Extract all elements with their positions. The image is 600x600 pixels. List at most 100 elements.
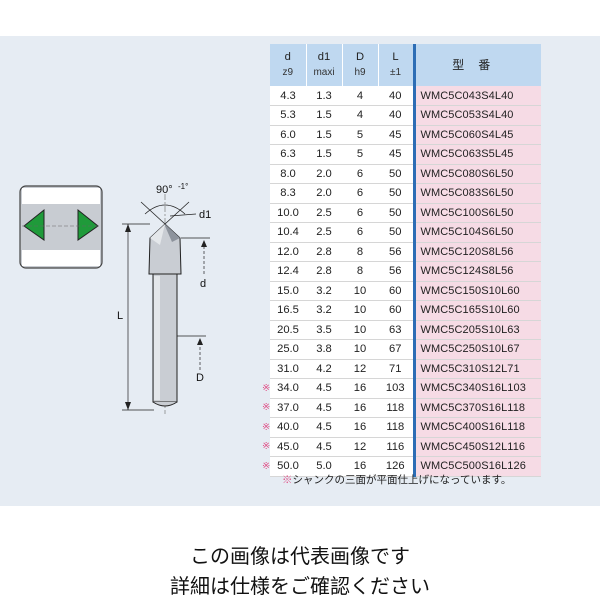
cell-d: 6 bbox=[342, 183, 378, 204]
cell-d: 6 bbox=[342, 164, 378, 184]
cell-model: WMC5C500S16L126 bbox=[412, 456, 541, 477]
D-label: D bbox=[196, 372, 204, 384]
cell-model: WMC5C250S10L67 bbox=[412, 339, 541, 360]
cell-d1: 2.0 bbox=[306, 183, 342, 204]
row-mark: ※ bbox=[262, 441, 271, 452]
cell-d: 10.0 bbox=[270, 203, 306, 223]
cell-model: WMC5C043S4L40 bbox=[412, 86, 541, 106]
cell-d: 12 bbox=[342, 437, 378, 457]
cell-d: 8.0 bbox=[270, 164, 306, 184]
caption-line-1: この画像は代表画像です bbox=[190, 546, 410, 568]
cell-l: 45 bbox=[378, 144, 414, 165]
cell-d1: 1.5 bbox=[306, 144, 342, 165]
cell-model: WMC5C120S8L56 bbox=[412, 242, 541, 262]
cell-d: 16 bbox=[342, 398, 378, 418]
cell-d: 8 bbox=[342, 261, 378, 282]
footnote: ※シャンクの三面が平面仕上げになっています。 bbox=[282, 472, 511, 487]
cell-d1: 2.8 bbox=[306, 242, 342, 262]
cell-d: 4 bbox=[342, 105, 378, 126]
cell-d1: 3.8 bbox=[306, 339, 342, 360]
cell-model: WMC5C150S10L60 bbox=[412, 281, 541, 301]
cell-d: 34.0 bbox=[270, 378, 306, 399]
cell-d: 6.3 bbox=[270, 144, 306, 165]
cell-d1: 2.8 bbox=[306, 261, 342, 282]
cell-l: 63 bbox=[378, 320, 414, 340]
cell-l: 103 bbox=[378, 378, 414, 399]
tool-diagram: 90° -1° d1 d L D bbox=[0, 36, 270, 506]
cell-l: 71 bbox=[378, 359, 414, 379]
column-header-L: L±1 bbox=[378, 44, 415, 86]
cell-d1: 1.5 bbox=[306, 125, 342, 145]
cell-l: 60 bbox=[378, 281, 414, 301]
cell-d: 16 bbox=[342, 456, 378, 477]
cell-d: 5.3 bbox=[270, 105, 306, 126]
cell-l: 118 bbox=[378, 398, 414, 418]
cell-l: 50 bbox=[378, 203, 414, 223]
cell-model: WMC5C104S6L50 bbox=[412, 222, 541, 243]
cell-d: 10 bbox=[342, 300, 378, 321]
cell-model: WMC5C060S4L45 bbox=[412, 125, 541, 145]
cell-d: 12.0 bbox=[270, 242, 306, 262]
cell-d1: 2.0 bbox=[306, 164, 342, 184]
cell-d1: 2.5 bbox=[306, 222, 342, 243]
cell-d: 45.0 bbox=[270, 437, 306, 457]
row-mark: ※ bbox=[262, 421, 271, 433]
cell-d: 16 bbox=[342, 378, 378, 399]
cell-model: WMC5C053S4L40 bbox=[412, 105, 541, 126]
cell-d: 8 bbox=[342, 242, 378, 262]
cell-d1: 4.5 bbox=[306, 378, 342, 399]
cell-d1: 3.2 bbox=[306, 281, 342, 301]
cell-d: 31.0 bbox=[270, 359, 306, 379]
cell-model: WMC5C205S10L63 bbox=[412, 320, 541, 340]
cell-model: WMC5C083S6L50 bbox=[412, 183, 541, 204]
cell-model: WMC5C340S16L103 bbox=[412, 378, 541, 399]
cell-d: 6.0 bbox=[270, 125, 306, 145]
cell-d1: 3.5 bbox=[306, 320, 342, 340]
cell-l: 50 bbox=[378, 164, 414, 184]
cell-model: WMC5C450S12L116 bbox=[412, 437, 541, 457]
cell-d1: 4.5 bbox=[306, 398, 342, 418]
caption-line-2: 詳細は仕様をご確認ください bbox=[170, 576, 430, 598]
cell-d: 8.3 bbox=[270, 183, 306, 204]
cell-d: 16.5 bbox=[270, 300, 306, 321]
cell-d: 10 bbox=[342, 339, 378, 360]
cell-l: 60 bbox=[378, 300, 414, 321]
cell-d: 50.0 bbox=[270, 456, 306, 477]
cell-l: 56 bbox=[378, 242, 414, 262]
cell-model: WMC5C063S5L45 bbox=[412, 144, 541, 165]
cell-model: WMC5C100S6L50 bbox=[412, 203, 541, 223]
cell-d: 10 bbox=[342, 320, 378, 340]
cell-d: 15.0 bbox=[270, 281, 306, 301]
cell-d: 37.0 bbox=[270, 398, 306, 418]
countersink-tool-icon bbox=[148, 194, 182, 414]
d1-label: d1 bbox=[199, 209, 212, 221]
cell-d1: 3.2 bbox=[306, 300, 342, 321]
cell-d: 20.5 bbox=[270, 320, 306, 340]
cell-d: 12.4 bbox=[270, 261, 306, 282]
cell-model: WMC5C080S6L50 bbox=[412, 164, 541, 184]
cell-l: 50 bbox=[378, 222, 414, 243]
cell-d1: 4.5 bbox=[306, 417, 342, 438]
cell-d: 25.0 bbox=[270, 339, 306, 360]
cell-d: 16 bbox=[342, 417, 378, 438]
